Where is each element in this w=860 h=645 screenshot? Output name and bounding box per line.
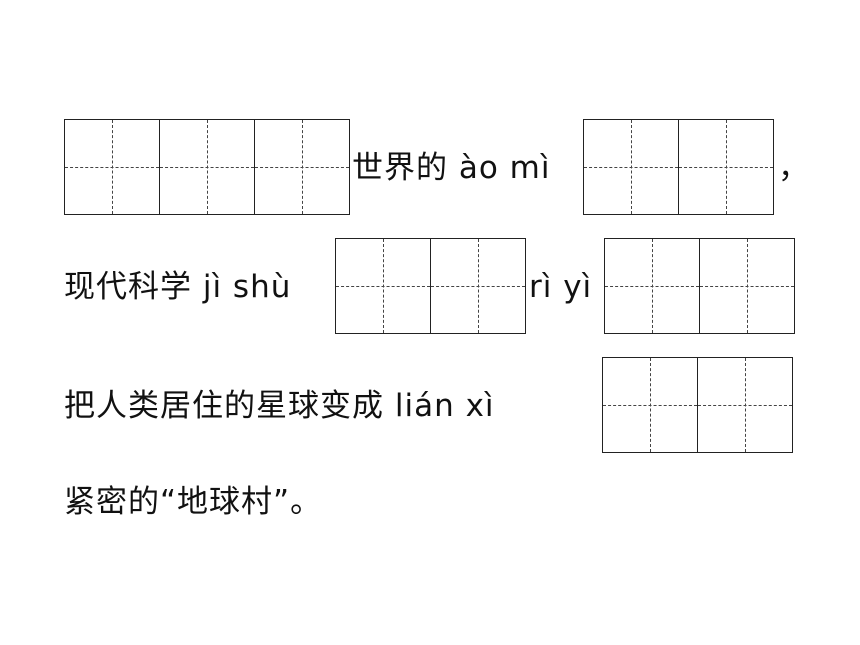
answer-cell[interactable] <box>159 120 254 214</box>
answer-cell[interactable] <box>697 358 792 452</box>
answer-box-lianxi[interactable] <box>602 357 793 453</box>
line2-prefix: 现代科学 jì shù <box>64 269 292 305</box>
answer-box-aomi[interactable] <box>583 119 774 215</box>
answer-cell[interactable] <box>584 120 678 214</box>
answer-box-1[interactable] <box>64 119 350 215</box>
answer-cell[interactable] <box>65 120 159 214</box>
answer-cell[interactable] <box>603 358 697 452</box>
line1-comma: ， <box>778 150 810 186</box>
answer-cell[interactable] <box>699 239 794 333</box>
answer-box-jishu[interactable] <box>335 238 526 334</box>
line4-text: 紧密的“地球村”。 <box>64 484 323 520</box>
answer-box-riyi[interactable] <box>604 238 795 334</box>
line1-text: 世界的 ào mì <box>352 150 551 186</box>
line3-prefix: 把人类居住的星球变成 lián xì <box>64 388 495 424</box>
answer-cell[interactable] <box>336 239 430 333</box>
answer-cell[interactable] <box>678 120 773 214</box>
answer-cell[interactable] <box>254 120 349 214</box>
answer-cell[interactable] <box>430 239 525 333</box>
line2-middle: rì yì <box>529 269 593 305</box>
answer-cell[interactable] <box>605 239 699 333</box>
